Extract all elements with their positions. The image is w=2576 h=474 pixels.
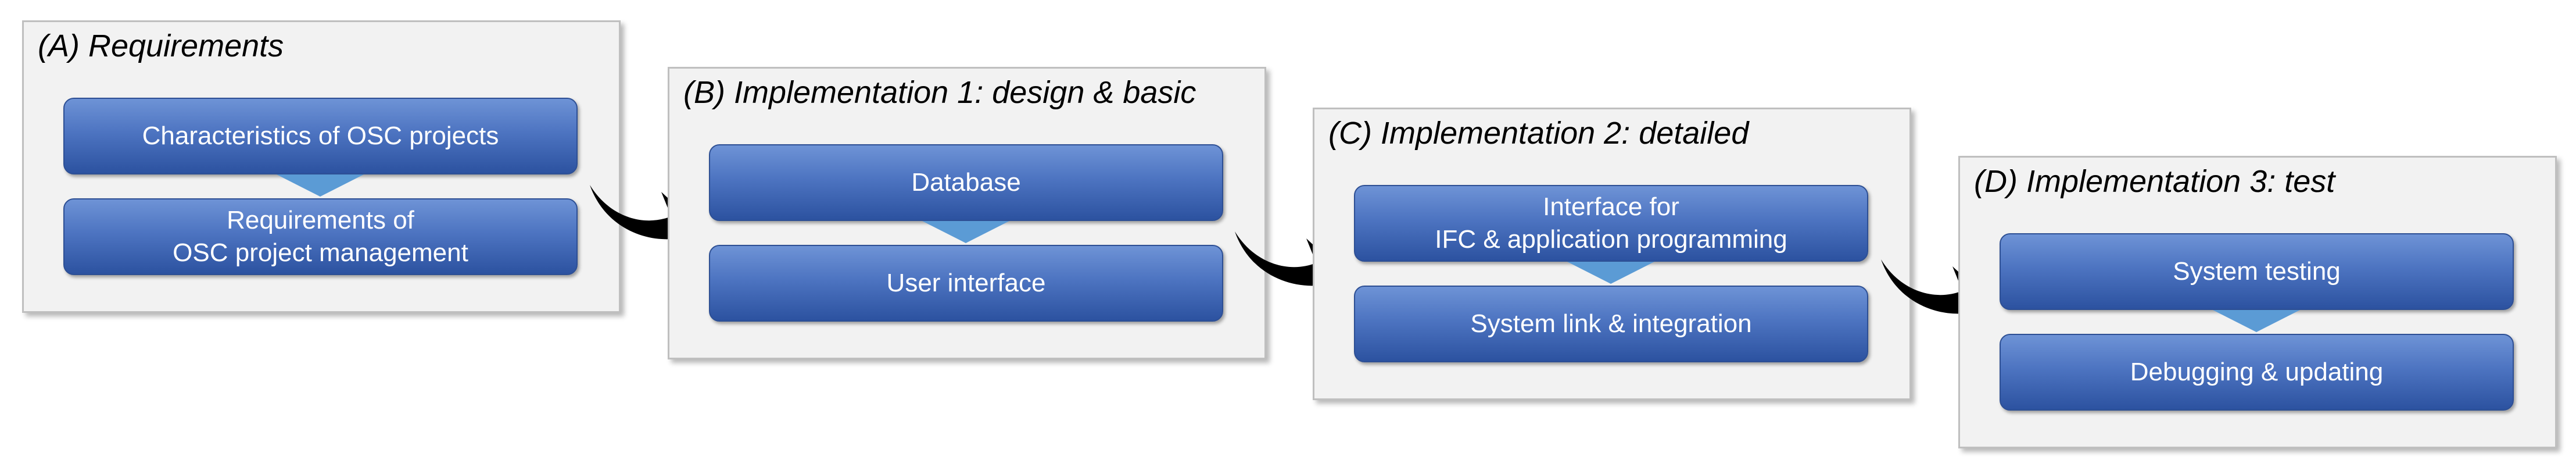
step-requirements-management: Requirements of OSC project management (63, 198, 578, 275)
step-system-testing: System testing (2000, 233, 2514, 310)
connector-triangle (1567, 262, 1654, 284)
panel-title: (A) Requirements (38, 28, 284, 63)
step-system-link: System link & integration (1354, 286, 1868, 362)
connector-triangle (277, 174, 364, 197)
panel-implementation-2: (C) Implementation 2: detailed Interface… (1313, 108, 1911, 400)
step-debugging: Debugging & updating (2000, 334, 2514, 411)
connector-triangle (922, 221, 1009, 243)
panel-implementation-3: (D) Implementation 3: test System testin… (1958, 156, 2557, 448)
connector-triangle (2213, 310, 2300, 332)
panel-title: (D) Implementation 3: test (1974, 164, 2335, 199)
flow-arrow-icon (590, 185, 704, 259)
step-characteristics: Characteristics of OSC projects (63, 98, 578, 174)
step-user-interface: User interface (709, 245, 1223, 322)
flow-arrow-icon (1881, 259, 1995, 333)
flow-arrow-icon (1235, 231, 1349, 305)
panel-requirements: (A) Requirements Characteristics of OSC … (22, 20, 621, 313)
step-database: Database (709, 144, 1223, 221)
panel-implementation-1: (B) Implementation 1: design & basic Dat… (668, 67, 1266, 359)
panel-title: (C) Implementation 2: detailed (1328, 116, 1749, 151)
step-interface-ifc: Interface for IFC & application programm… (1354, 185, 1868, 262)
panel-title: (B) Implementation 1: design & basic (683, 75, 1196, 110)
